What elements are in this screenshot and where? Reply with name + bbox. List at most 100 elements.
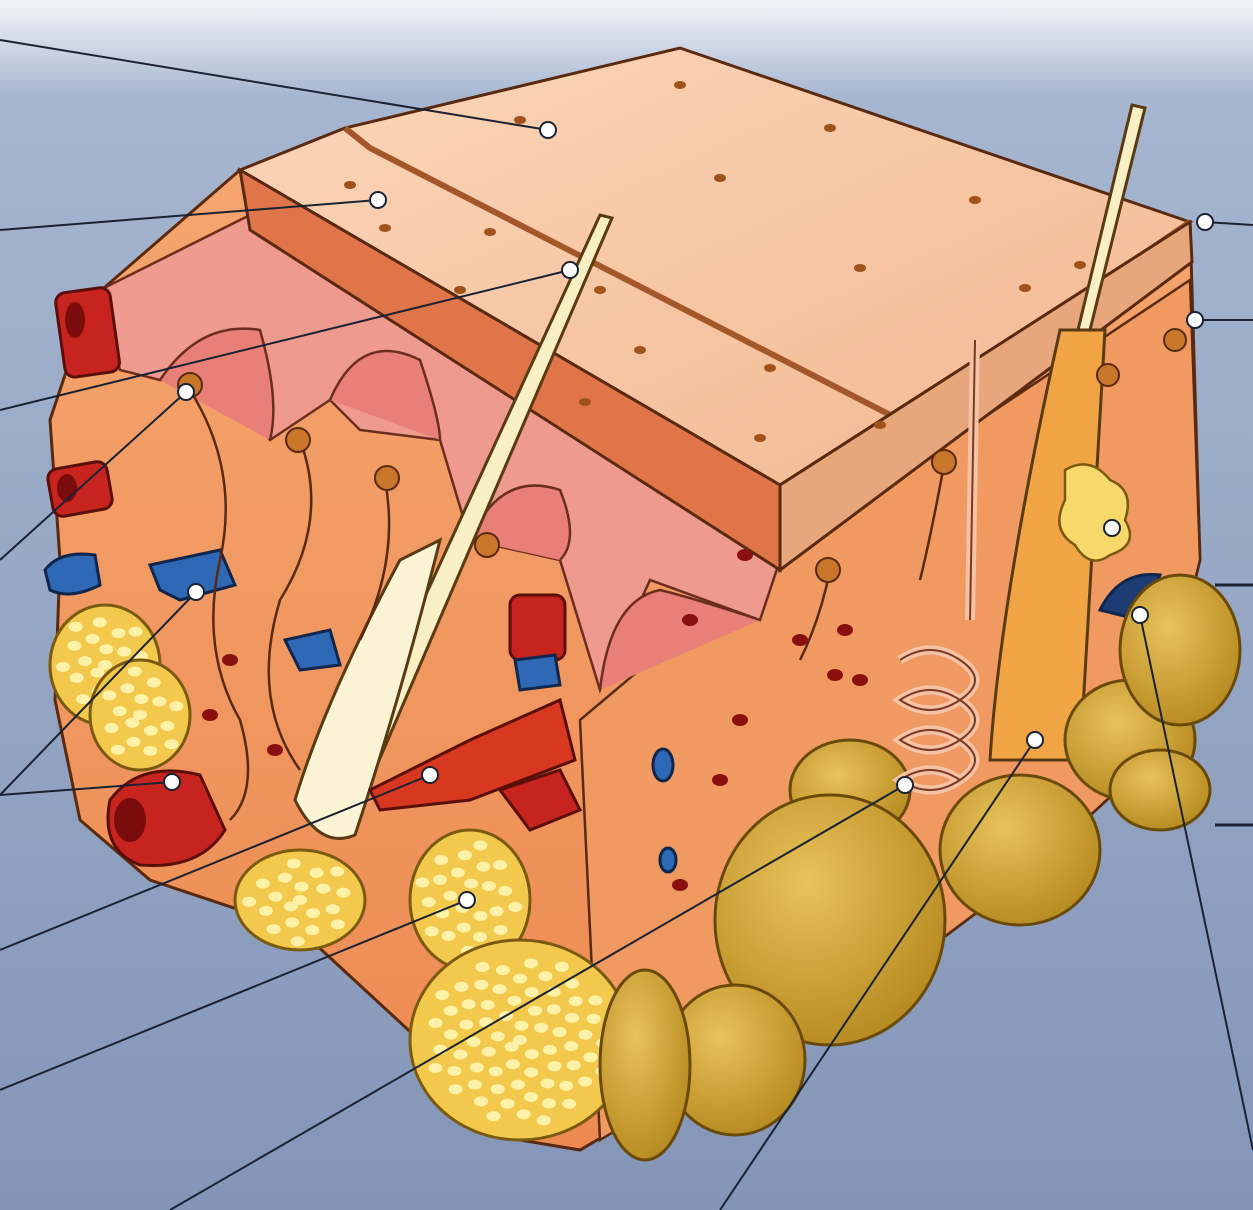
fat-cell	[496, 965, 510, 975]
fat-cell	[444, 1030, 458, 1040]
fat-cell	[70, 673, 84, 683]
fat-cell	[493, 860, 507, 870]
fat-cell	[564, 1041, 578, 1051]
fat-cell	[474, 911, 488, 921]
pore	[754, 434, 766, 442]
fat-cell	[127, 737, 141, 747]
fat-cell	[537, 1115, 551, 1125]
leader-endpoint	[422, 767, 438, 783]
fat-cell	[160, 721, 174, 731]
capillary-dot	[682, 614, 698, 626]
fat-cell	[449, 1084, 463, 1094]
fat-cell	[147, 678, 161, 688]
fat-cell	[489, 1066, 503, 1076]
fat-cell	[539, 971, 553, 981]
fat-cell	[494, 925, 508, 935]
fat-cell	[524, 1067, 538, 1077]
fat-cell	[93, 617, 107, 627]
fat-cell	[120, 683, 134, 693]
pore	[514, 116, 526, 124]
fat-cell	[464, 879, 478, 889]
fat-cell	[553, 1027, 567, 1037]
fat-cell	[562, 1099, 576, 1109]
fat-cell	[468, 1080, 482, 1090]
capillary-dot	[712, 774, 728, 786]
fat-cell	[134, 694, 148, 704]
fat-cell	[482, 881, 496, 891]
fat-cell	[442, 931, 456, 941]
fat-cell	[476, 862, 490, 872]
fat-cell	[267, 924, 281, 934]
leader-endpoint	[1104, 520, 1120, 536]
pore	[454, 286, 466, 294]
pore	[969, 196, 981, 204]
fat-cell	[86, 634, 100, 644]
fat-cell	[444, 1006, 458, 1016]
sweat-gland-6	[1110, 750, 1210, 830]
fat-cell	[56, 662, 70, 672]
fat-cell	[459, 1020, 473, 1030]
fat-cell	[479, 1017, 493, 1027]
artery-center	[510, 595, 565, 660]
fat-cell	[435, 990, 449, 1000]
fat-cell	[474, 1096, 488, 1106]
fat-cell	[487, 1111, 501, 1121]
fat-cell	[547, 1004, 561, 1014]
pore	[1019, 284, 1031, 292]
fat-cell	[331, 919, 345, 929]
sweat-gland-3	[940, 775, 1100, 925]
fat-cell	[507, 996, 521, 1006]
fat-cell	[567, 1060, 581, 1070]
fat-cell	[541, 1078, 555, 1088]
fat-cell	[473, 932, 487, 942]
leader-endpoint	[1132, 607, 1148, 623]
fat-cell	[104, 723, 118, 733]
fat-cell	[451, 868, 465, 878]
fat-cell	[128, 667, 142, 677]
fat-cell	[305, 925, 319, 935]
fat-cell	[587, 1014, 601, 1024]
pore	[674, 81, 686, 89]
pore	[484, 228, 496, 236]
leader-endpoint	[1187, 312, 1203, 328]
fat-cell	[306, 908, 320, 918]
fat-cell	[528, 1006, 542, 1016]
fat-cell	[569, 996, 583, 1006]
capillary-dot	[792, 634, 808, 646]
fat-cell	[501, 1099, 515, 1109]
fat-cell	[458, 850, 472, 860]
leader-endpoint	[164, 774, 180, 790]
pore	[379, 224, 391, 232]
pore	[764, 364, 776, 372]
fat-cell	[448, 1066, 462, 1076]
fat-cell	[125, 718, 139, 728]
fat-cell	[287, 859, 301, 869]
sweat-gland-8	[600, 970, 690, 1160]
fat-cell	[111, 745, 125, 755]
fat-cell	[508, 902, 522, 912]
fat-cell	[524, 958, 538, 968]
fat-cell	[259, 906, 273, 916]
capillary-dot	[732, 714, 748, 726]
fat-cell	[143, 746, 157, 756]
fat-cell	[69, 622, 83, 632]
fat-cell	[330, 867, 344, 877]
fat-cell	[534, 1023, 548, 1033]
fat-cell	[453, 1050, 467, 1060]
fat-cell	[491, 1031, 505, 1041]
fat-cell	[482, 1047, 496, 1057]
leader-endpoint	[188, 584, 204, 600]
capillary-dot	[222, 654, 238, 666]
leader-endpoint	[459, 892, 475, 908]
fat-cell	[113, 706, 127, 716]
fat-cell	[514, 1021, 528, 1031]
fat-cell	[476, 962, 490, 972]
fat-cell	[284, 901, 298, 911]
pore	[824, 124, 836, 132]
fat-cell	[326, 904, 340, 914]
fat-cell	[428, 1063, 442, 1073]
fat-cell	[99, 644, 113, 654]
fat-cell	[513, 974, 527, 984]
fat-cell	[316, 884, 330, 894]
fat-cell	[474, 980, 488, 990]
